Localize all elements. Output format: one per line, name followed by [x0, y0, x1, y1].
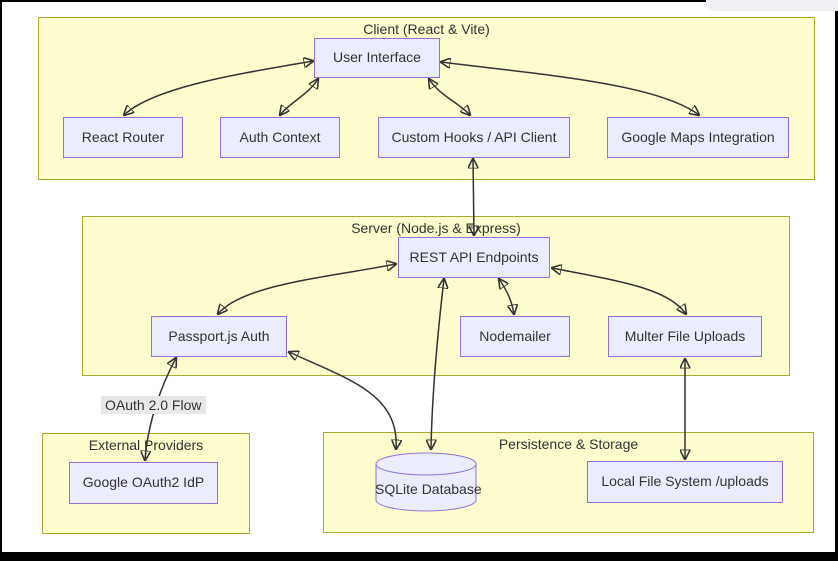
node-react-router-label: React Router [81, 128, 165, 145]
subgraph-client-title: Client (React & Vite) [363, 21, 490, 37]
node-passport: Passport.js Auth [151, 316, 287, 357]
frame-border-top [0, 0, 838, 2]
node-passport-label: Passport.js Auth [168, 327, 270, 344]
node-custom-hooks-label: Custom Hooks / API Client [391, 128, 557, 145]
node-nodemailer: Nodemailer [460, 316, 570, 357]
node-react-router: React Router [63, 117, 183, 158]
node-local-fs: Local File System /uploads [587, 461, 783, 503]
subgraph-server-title: Server (Node.js & Express) [351, 220, 521, 236]
edge-label-oauth-flow: OAuth 2.0 Flow [101, 396, 206, 414]
subgraph-persistence-storage-title: Persistence & Storage [498, 436, 639, 452]
node-sqlite-database-label: SQLite Database [375, 481, 482, 497]
node-auth-context-label: Auth Context [239, 128, 321, 145]
database-cylinder-icon [375, 452, 477, 512]
node-multer: Multer File Uploads [608, 316, 762, 357]
node-nodemailer-label: Nodemailer [479, 327, 551, 344]
node-local-fs-label: Local File System /uploads [601, 473, 769, 490]
node-rest-api-label: REST API Endpoints [409, 248, 539, 265]
browser-ui-notch [706, 0, 838, 11]
node-user-interface-label: User Interface [333, 49, 421, 66]
node-sqlite-database: SQLite Database [375, 452, 482, 513]
node-multer-label: Multer File Uploads [624, 327, 746, 344]
frame-border-left [0, 0, 2, 561]
node-user-interface: User Interface [314, 38, 440, 78]
frame-border-right [835, 0, 838, 561]
node-auth-context: Auth Context [220, 117, 340, 158]
node-google-oauth: Google OAuth2 IdP [69, 462, 218, 504]
frame-border-bottom [0, 552, 838, 561]
node-google-oauth-label: Google OAuth2 IdP [82, 474, 205, 491]
node-google-maps-label: Google Maps Integration [621, 128, 775, 145]
node-google-maps: Google Maps Integration [607, 117, 789, 158]
node-custom-hooks: Custom Hooks / API Client [378, 117, 570, 158]
node-rest-api: REST API Endpoints [398, 237, 550, 278]
subgraph-external-providers-title: External Providers [88, 437, 204, 453]
